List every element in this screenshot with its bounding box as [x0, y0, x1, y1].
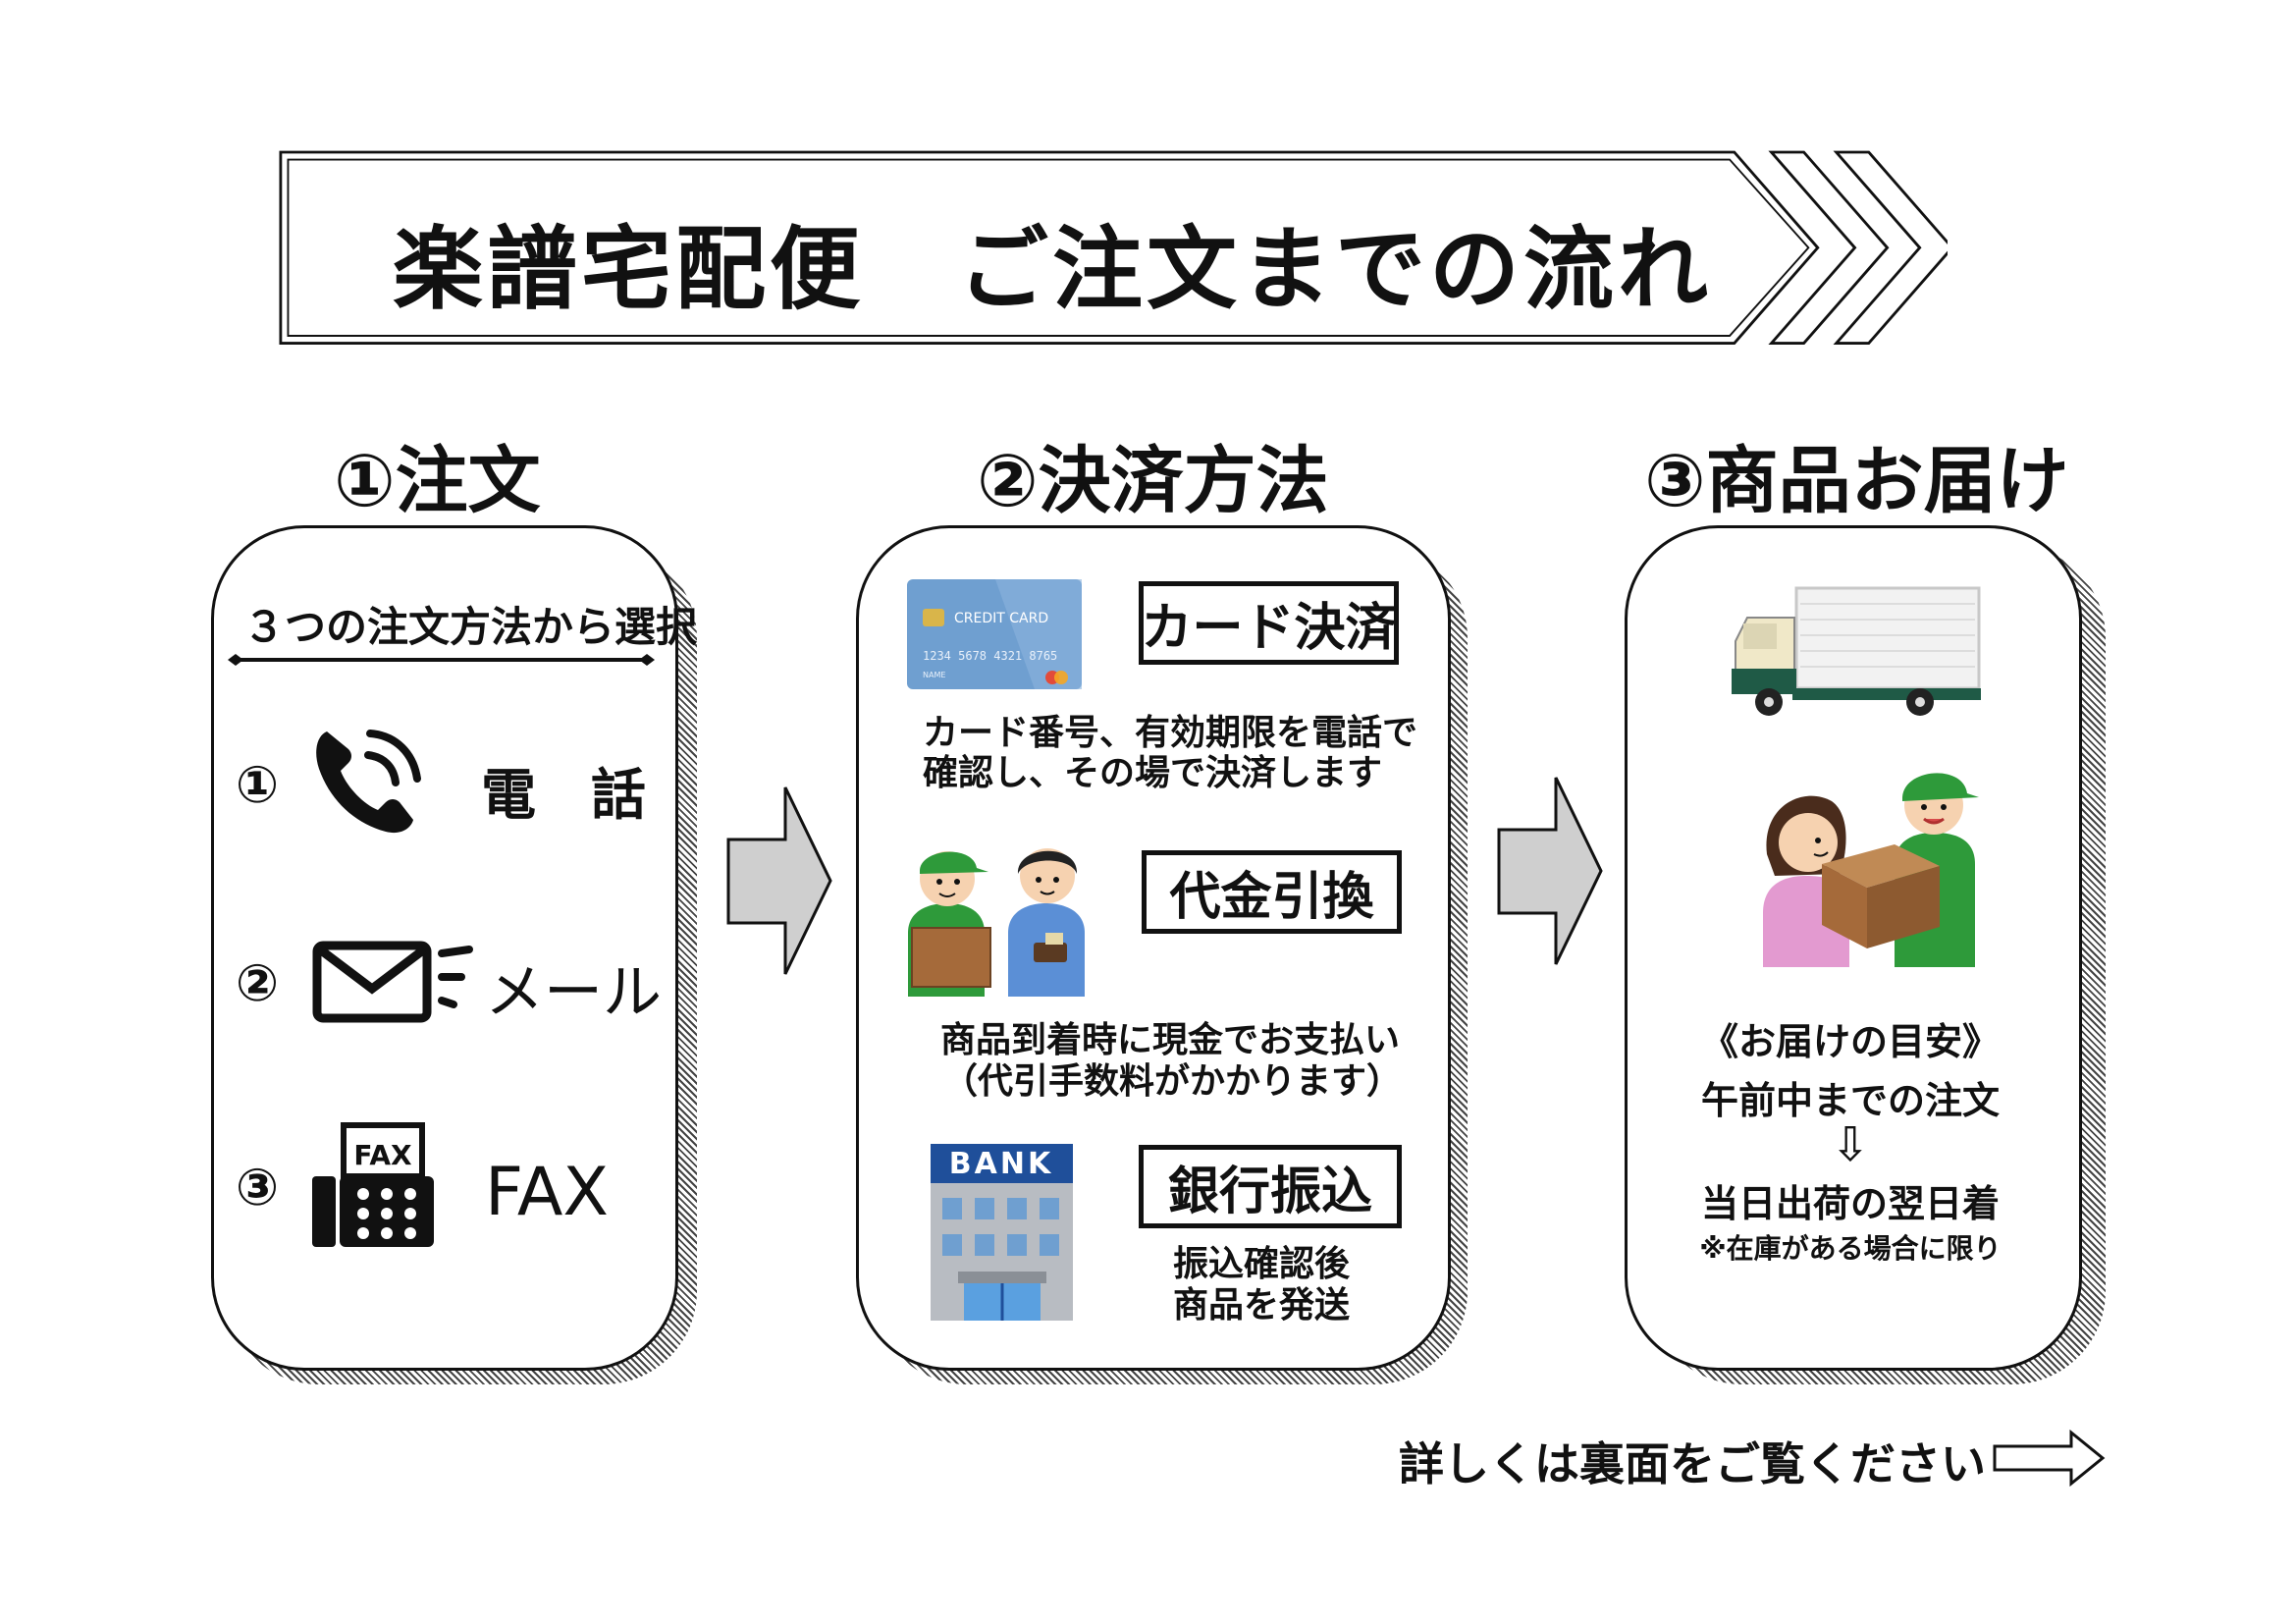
order-method-3-label: FAX: [485, 1154, 609, 1231]
payment-cod-desc-1: 商品到着時に現金でお支払い: [940, 1020, 1401, 1060]
order-method-1-label: 電 話: [481, 764, 646, 828]
order-method-3-num: ③: [236, 1159, 280, 1218]
svg-text:BANK: BANK: [949, 1147, 1053, 1181]
title-banner: [279, 150, 1948, 345]
payment-bank-desc-2: 商品を発送: [1172, 1285, 1350, 1326]
order-method-2-num: ②: [236, 954, 280, 1013]
delivery-note: ※在庫がある場合に限り: [1699, 1232, 2002, 1265]
payment-bank-desc-1: 振込確認後: [1172, 1244, 1350, 1284]
payment-card-desc-1: カード番号、有効期限を電話で: [923, 713, 1418, 753]
subtitle-underline: [228, 654, 655, 666]
order-card: [211, 525, 678, 1371]
flow-arrow-2: [1497, 777, 1603, 965]
payment-bank-label: 銀行振込: [1139, 1145, 1402, 1228]
delivery-guide-title: 《お届けの目安》: [1700, 1020, 2000, 1063]
footer-arrow-icon: [1993, 1429, 2106, 1488]
phone-icon: [316, 730, 421, 834]
fax-icon: FAX: [312, 1122, 434, 1247]
payment-cod-label: 代金引換: [1142, 850, 1402, 934]
delivery-down-arrow: ⇩: [1830, 1117, 1871, 1172]
delivery-line-1: 午前中までの注文: [1700, 1079, 2000, 1122]
page-title: 楽譜宅配便 ご注文までの流れ: [393, 217, 1713, 322]
order-method-1-num: ①: [236, 756, 280, 815]
bank-icon: BANK: [931, 1144, 1073, 1321]
truck-icon: [1732, 586, 1981, 716]
payment-cod-desc-2: （代引手数料がかかります）: [942, 1061, 1403, 1102]
footer-text: 詳しくは裏面をご覧ください: [1399, 1437, 1986, 1490]
credit-card-icon: CREDIT CARD 1234 5678 4321 8765 NAME: [907, 579, 1082, 689]
flow-arrow-1: [726, 786, 832, 975]
svg-text:NAME: NAME: [923, 671, 945, 679]
step-payment-heading: ②決済方法: [977, 439, 1329, 523]
delivery-handoff-icon: [1763, 773, 1979, 967]
order-method-2-label: メール: [485, 958, 662, 1027]
svg-text:CREDIT CARD: CREDIT CARD: [954, 611, 1048, 626]
order-subtitle: ３つの注文方法から選択: [243, 603, 698, 651]
svg-text:FAX: FAX: [353, 1139, 412, 1171]
step-order-heading: ①注文: [334, 439, 541, 523]
delivery-line-2: 当日出荷の翌日着: [1700, 1182, 2000, 1225]
payment-card-label: カード決済: [1139, 581, 1399, 665]
step-delivery-heading: ③商品お届け: [1644, 439, 2069, 523]
svg-text:1234 5678 4321 8765: 1234 5678 4321 8765: [923, 649, 1057, 663]
cash-on-delivery-icon: [908, 848, 1085, 997]
mail-icon: [312, 941, 473, 1023]
payment-card-desc-2: 確認し、その場で決済します: [923, 753, 1383, 793]
